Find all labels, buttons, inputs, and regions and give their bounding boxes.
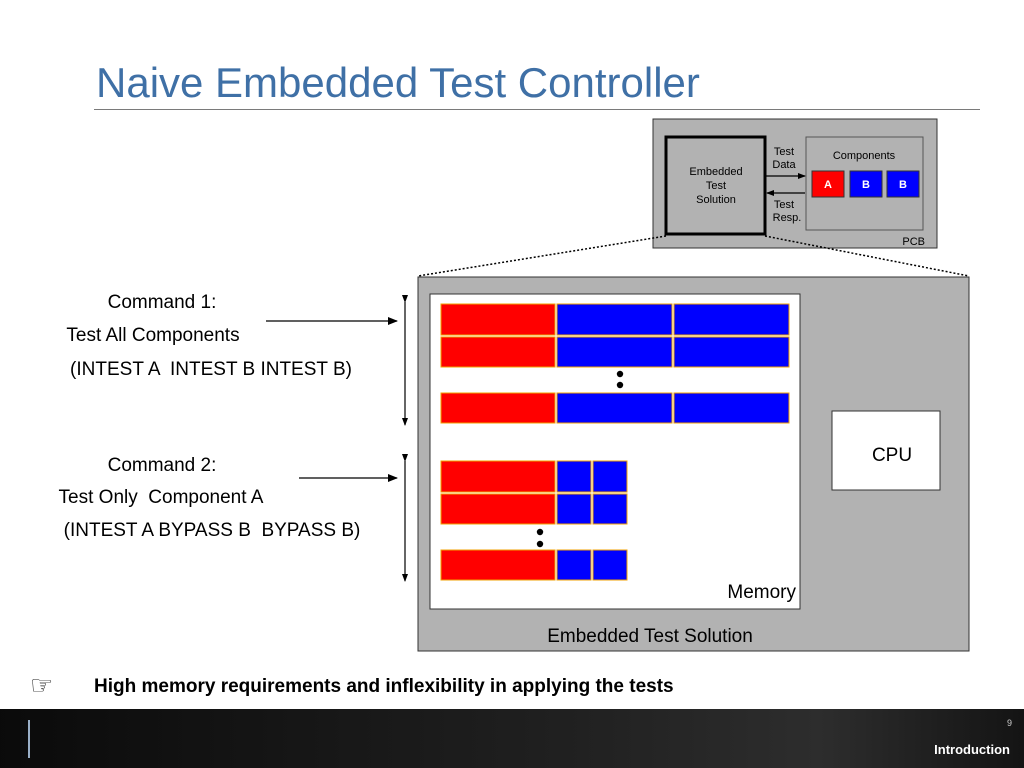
cpu-box bbox=[831, 410, 941, 491]
pcb-component-b1-label: B bbox=[862, 179, 870, 191]
memory-cell-b bbox=[556, 392, 673, 424]
pcb-embedded-line3: Solution bbox=[696, 194, 736, 206]
command1-detail: (INTEST A INTEST B INTEST B) bbox=[70, 359, 352, 380]
ellipsis-dot bbox=[536, 540, 544, 548]
pcb-test-resp-line1: Test bbox=[774, 199, 794, 211]
zoom-line-left bbox=[417, 235, 667, 277]
memory-cell-b bbox=[556, 336, 673, 368]
embedded-solution-label: Embedded Test Solution bbox=[547, 626, 753, 647]
command1-desc: Test All Components bbox=[66, 325, 239, 346]
cpu-label: CPU bbox=[872, 445, 912, 466]
pcb-test-resp-line2: Resp. bbox=[773, 212, 802, 224]
pcb-component-b2-label: B bbox=[899, 179, 907, 191]
memory-cell-a bbox=[440, 336, 556, 368]
command2-memory-rows bbox=[440, 460, 628, 581]
pcb-test-data-line2: Data bbox=[772, 159, 796, 171]
memory-cell-bypass bbox=[556, 460, 592, 493]
command2-title: Command 2: bbox=[108, 455, 217, 476]
ellipsis-dot bbox=[536, 528, 544, 536]
pcb-label: PCB bbox=[902, 236, 925, 248]
title-rule bbox=[94, 109, 980, 110]
pcb-embedded-line2: Test bbox=[706, 180, 726, 192]
footer-texture bbox=[0, 709, 1024, 768]
memory-cell-b bbox=[673, 392, 790, 424]
command1-memory-rows bbox=[440, 303, 790, 424]
memory-cell-bypass bbox=[556, 493, 592, 525]
pcb-test-data-line1: Test bbox=[774, 146, 794, 158]
memory-cell-a bbox=[440, 549, 556, 581]
command1-title: Command 1: bbox=[108, 292, 217, 313]
memory-cell-bypass bbox=[592, 493, 628, 525]
zoom-line-right bbox=[764, 235, 970, 277]
memory-label: Memory bbox=[727, 582, 796, 603]
command2-detail: (INTEST A BYPASS B BYPASS B) bbox=[64, 520, 361, 541]
memory-cell-bypass bbox=[592, 460, 628, 493]
ellipsis-dot bbox=[616, 381, 624, 389]
memory-cell-b bbox=[556, 303, 673, 336]
pcb-component-a-label: A bbox=[824, 179, 832, 191]
pointing-hand-icon: ☞ bbox=[30, 670, 54, 700]
diagram-canvas: Embedded Test Solution Test Data Test Re… bbox=[59, 118, 970, 652]
pcb-component-b2 bbox=[886, 170, 920, 198]
memory-cell-bypass bbox=[556, 549, 592, 581]
slide-title: Naive Embedded Test Controller bbox=[96, 59, 700, 106]
ellipsis-dot bbox=[616, 370, 624, 378]
pcb-embedded-line1: Embedded bbox=[689, 166, 742, 178]
memory-cell-a bbox=[440, 460, 556, 493]
pcb-components-title: Components bbox=[833, 150, 896, 162]
memory-cell-a bbox=[440, 493, 556, 525]
footer-section-label: Introduction bbox=[934, 742, 1010, 757]
bullet-text: High memory requirements and inflexibili… bbox=[94, 676, 674, 697]
memory-cell-b bbox=[673, 303, 790, 336]
command2-desc: Test Only Component A bbox=[59, 487, 264, 508]
pcb-embedded-box bbox=[664, 135, 767, 236]
pcb-component-b1 bbox=[849, 170, 883, 198]
memory-cell-b bbox=[673, 336, 790, 368]
memory-cell-a bbox=[440, 392, 556, 424]
pcb-component-a bbox=[811, 170, 845, 198]
footer-accent-bar bbox=[28, 720, 30, 758]
slide-number: 9 bbox=[1006, 718, 1012, 728]
memory-cell-a bbox=[440, 303, 556, 336]
memory-cell-bypass bbox=[592, 549, 628, 581]
